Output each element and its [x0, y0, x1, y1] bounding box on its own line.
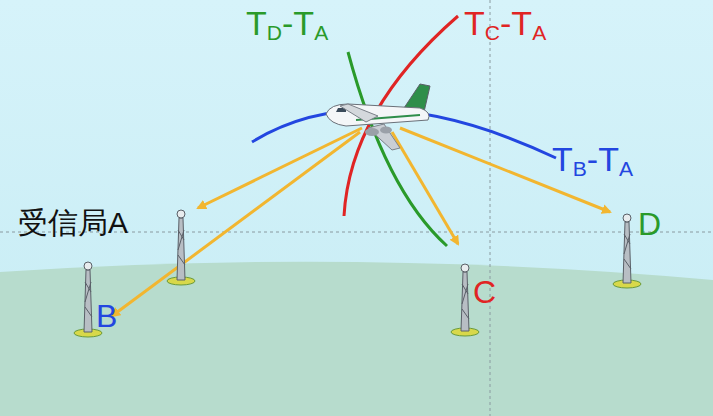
time-difference-label: TB-TA — [552, 142, 633, 179]
station-label: 受信局A — [18, 208, 128, 238]
receiver-tower — [167, 210, 195, 285]
receiver-tower — [613, 214, 641, 288]
ground — [0, 262, 713, 416]
time-difference-label: TD-TA — [246, 6, 328, 43]
station-label: B — [96, 300, 117, 332]
airplane — [326, 84, 430, 150]
station-label: C — [473, 276, 496, 308]
guide-line — [490, 0, 491, 416]
time-difference-label: TC-TA — [464, 6, 546, 43]
hyperbola-curve — [348, 52, 447, 246]
signal-arrows — [112, 128, 610, 316]
station-label: D — [638, 208, 661, 240]
